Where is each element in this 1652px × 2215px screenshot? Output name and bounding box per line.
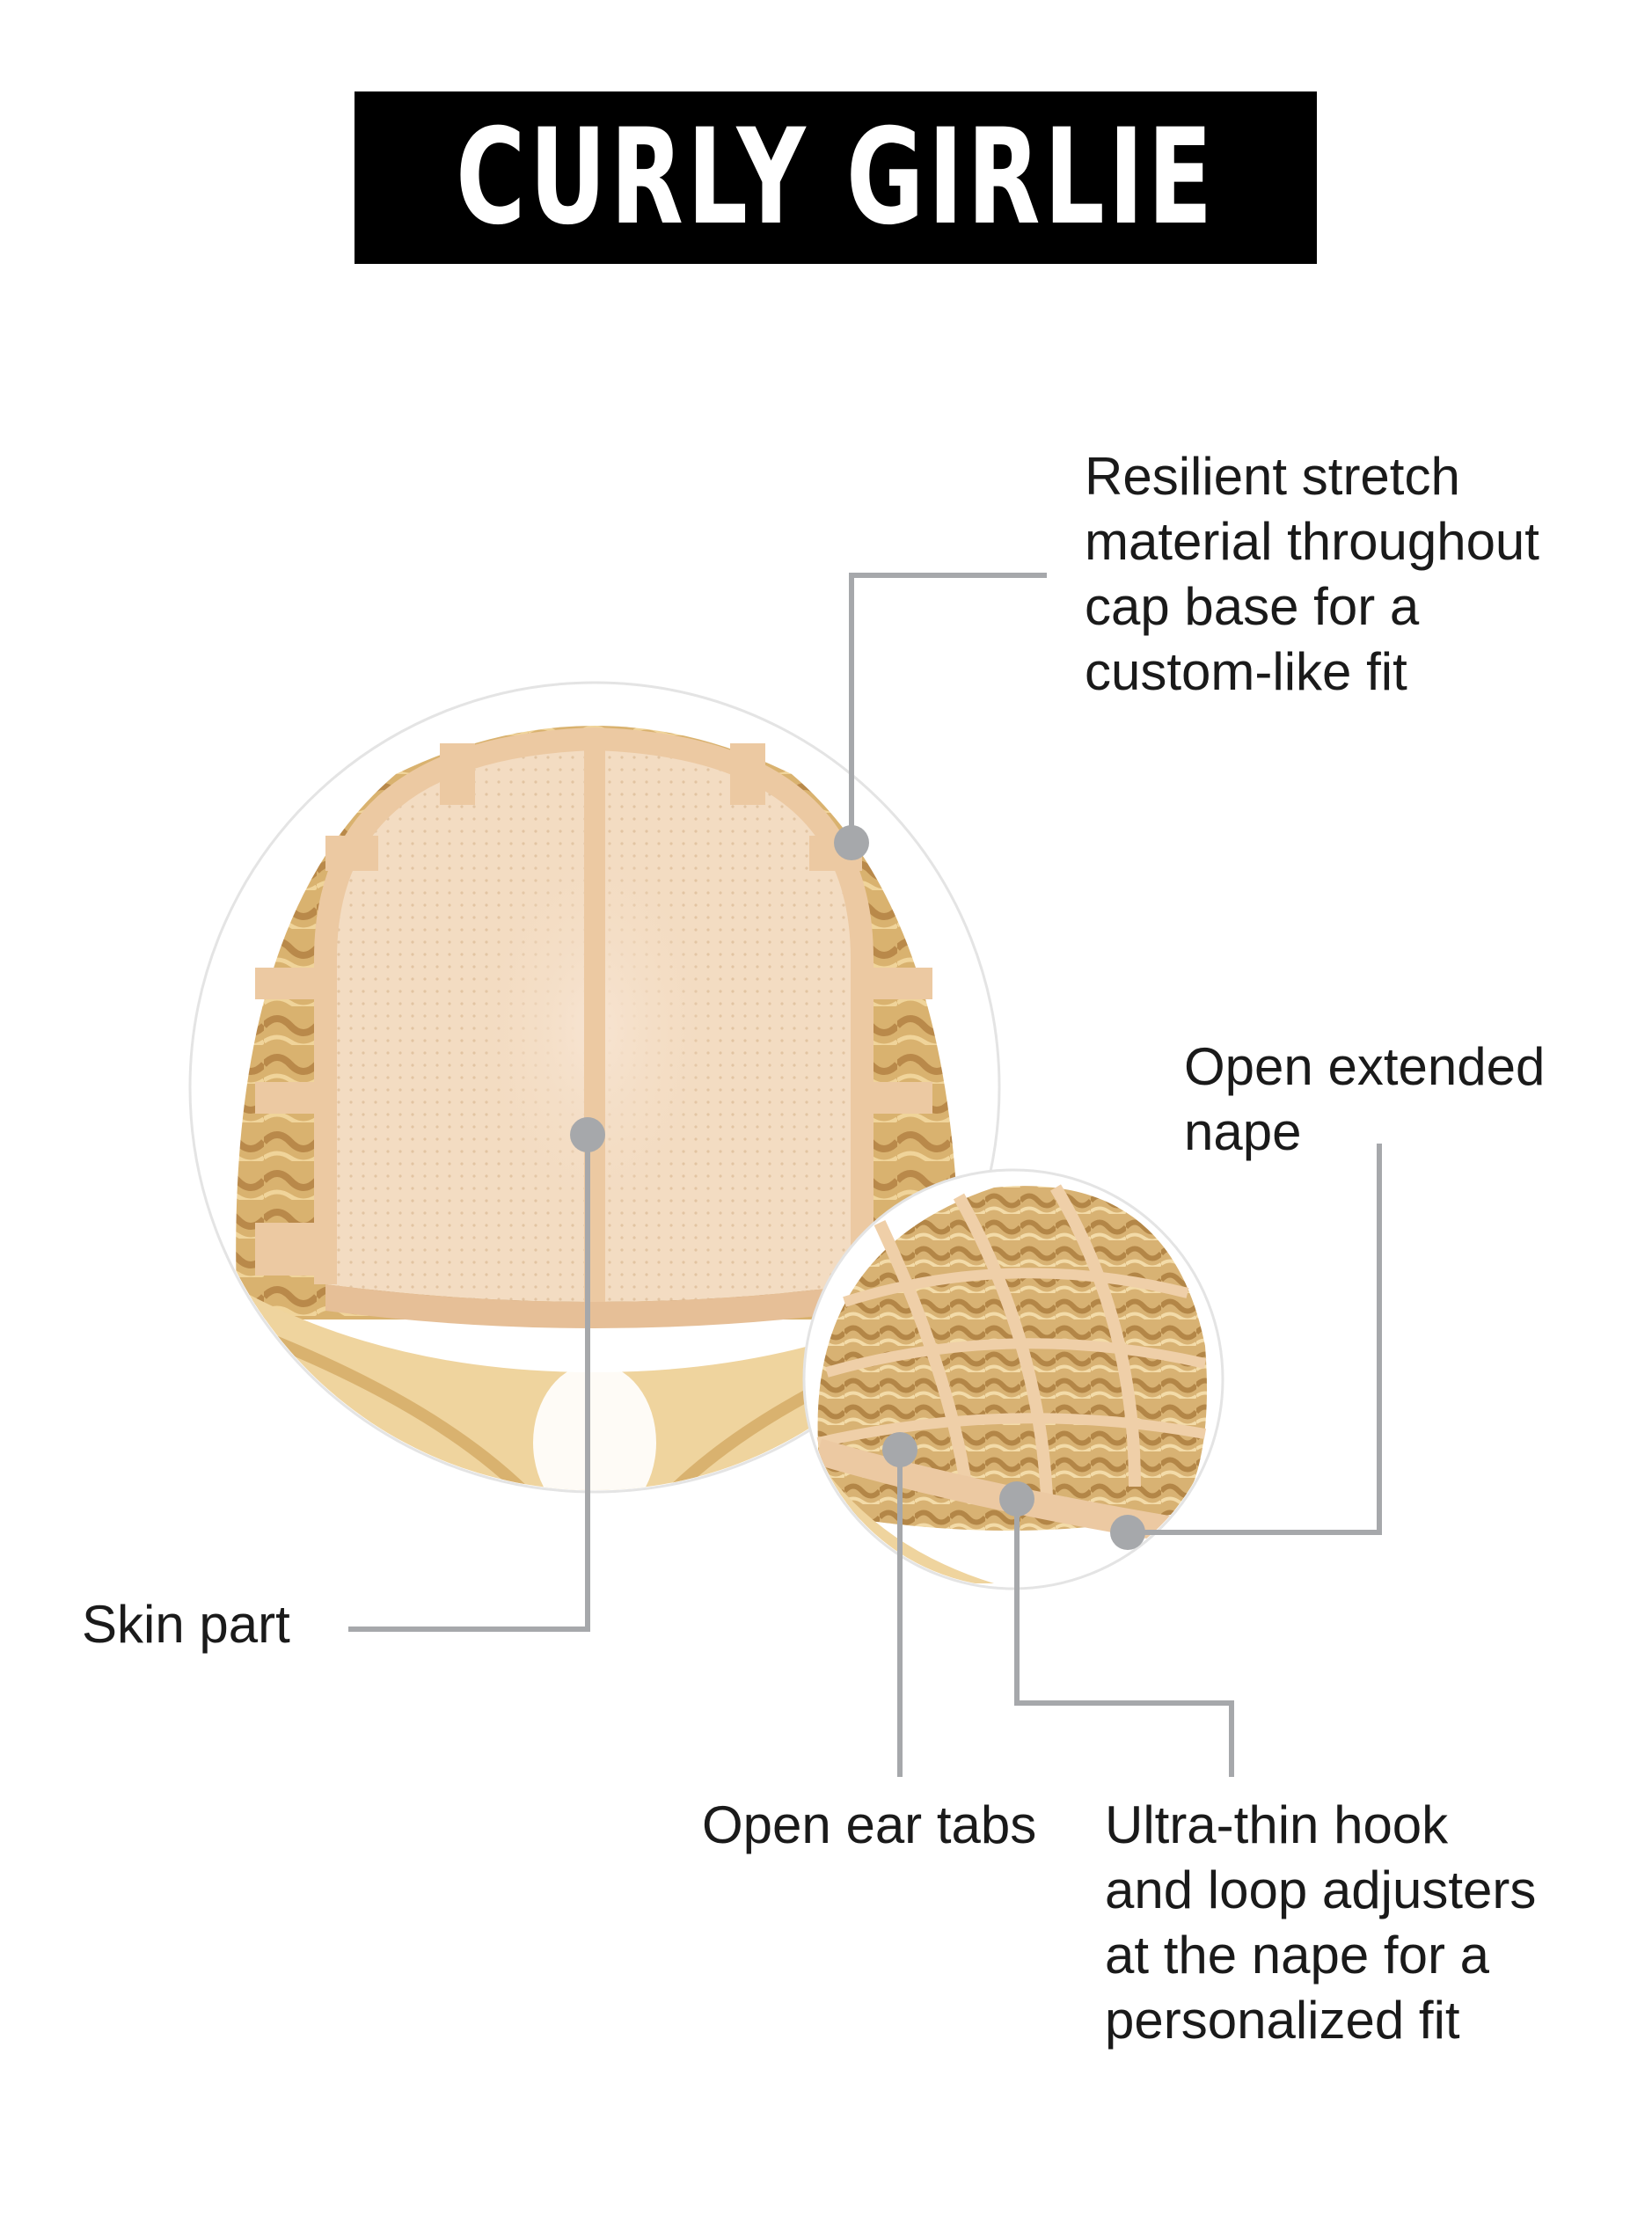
cap-exterior-image [802, 1168, 1224, 1590]
callout-text-line: and loop adjusters [1105, 1860, 1537, 1919]
leader-line-hook-loop [1014, 1499, 1234, 1777]
callout-text-line: personalized fit [1105, 1991, 1460, 2050]
title-banner: CURLY GIRLIE [355, 91, 1317, 264]
callout-text-line: nape [1184, 1102, 1302, 1161]
callout-skin-part: Skin part [82, 1592, 290, 1657]
callout-text-line: material throughout [1085, 512, 1539, 571]
callout-text-line: Ultra-thin hook [1105, 1795, 1449, 1854]
callout-text-line: at the nape for a [1105, 1926, 1489, 1985]
callout-text-line: cap base for a [1085, 577, 1420, 636]
callout-text-line: Open extended [1184, 1037, 1546, 1096]
callout-text-line: Open ear tabs [702, 1795, 1037, 1854]
marker-dot-hook-loop [999, 1481, 1034, 1517]
marker-dot-ear-tabs [882, 1432, 917, 1467]
marker-dot-skin-part [570, 1117, 605, 1152]
leader-line-stretch-material [849, 573, 1047, 843]
callout-text-line: custom-like fit [1085, 642, 1407, 701]
leader-line-skin-part [348, 1135, 590, 1632]
cap-interior-image [188, 681, 1001, 1494]
marker-dot-extended-nape [1110, 1515, 1145, 1550]
callout-stretch-material: Resilient stretch material throughout ca… [1085, 444, 1539, 705]
leader-line-extended-nape [1128, 1144, 1382, 1535]
callout-hook-loop: Ultra-thin hook and loop adjusters at th… [1105, 1793, 1536, 2053]
title: CURLY GIRLIE [455, 101, 1217, 254]
callout-text-line: Resilient stretch [1085, 447, 1460, 506]
marker-dot-stretch-material [834, 825, 869, 860]
callout-extended-nape: Open extended nape [1184, 1034, 1545, 1165]
callout-ear-tabs: Open ear tabs [702, 1793, 1036, 1858]
callout-text-line: Skin part [82, 1595, 290, 1654]
